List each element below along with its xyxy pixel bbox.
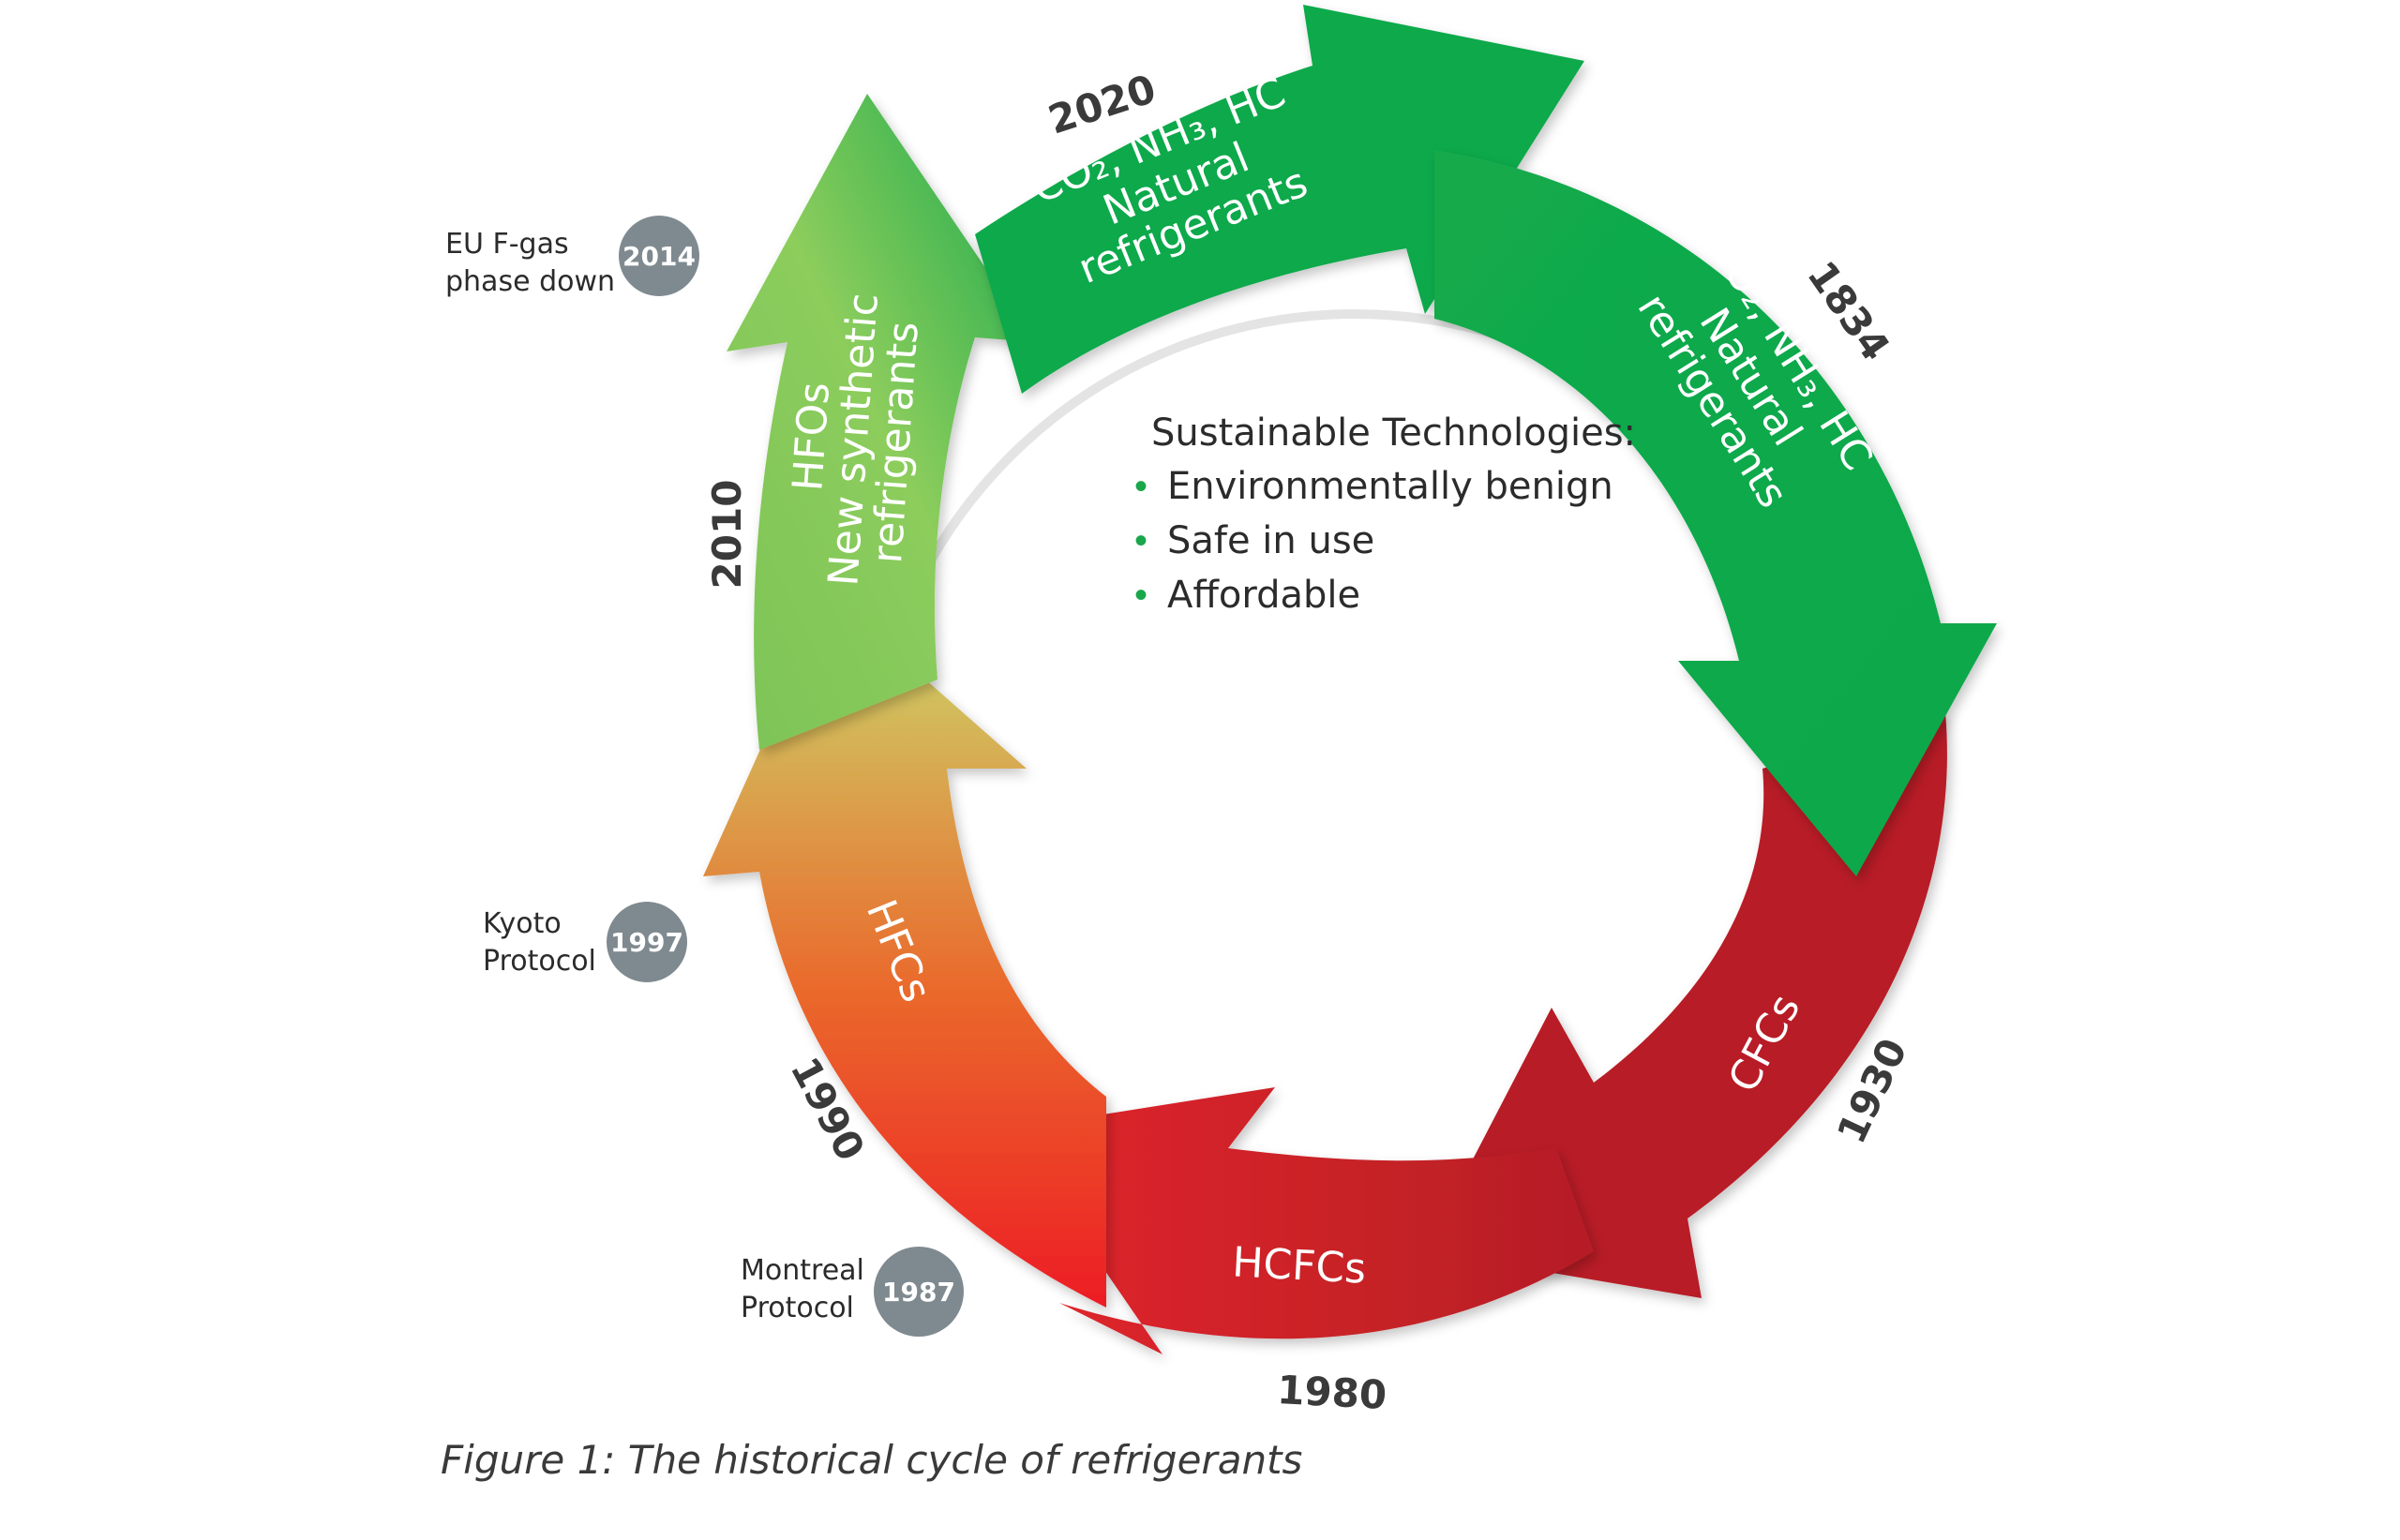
hfos-arrow [727, 94, 1036, 750]
center-bullet-1: • [1134, 466, 1148, 507]
center-bullet-3: • [1134, 575, 1148, 616]
natural-right-arrow [1434, 150, 1997, 876]
center-panel: Sustainable Technologies: • Environmenta… [1134, 411, 1636, 617]
milestone-kyoto: Kyoto Protocol 1997 [483, 902, 687, 982]
milestone-eu-fgas-year: 2014 [622, 241, 696, 272]
year-1980: 1980 [1276, 1367, 1388, 1418]
milestone-eu-fgas: EU F-gas phase down 2014 [445, 216, 699, 298]
hfcs-arrow [703, 595, 1106, 1308]
milestone-eu-fgas-line1: EU F-gas [445, 228, 569, 261]
milestone-kyoto-badge [607, 902, 687, 982]
center-title: Sustainable Technologies: [1151, 411, 1636, 455]
center-item-1: Environmentally benign [1167, 465, 1613, 508]
milestone-eu-fgas-line2: phase down [445, 265, 615, 298]
hcfcs-arrow [1008, 1087, 1594, 1354]
center-bullet-2: • [1134, 520, 1148, 561]
figure-caption: Figure 1: The historical cycle of refrig… [441, 1437, 1302, 1483]
milestone-montreal: Montreal Protocol 1987 [741, 1247, 964, 1337]
milestone-montreal-badge [874, 1247, 964, 1337]
hfos-line1: HFOs [784, 381, 839, 492]
center-item-2: Safe in use [1167, 519, 1374, 562]
milestone-montreal-line2: Protocol [741, 1292, 854, 1324]
milestone-eu-fgas-badge [619, 216, 699, 296]
milestone-montreal-year: 1987 [882, 1277, 955, 1308]
milestone-kyoto-line2: Protocol [483, 945, 596, 978]
milestone-kyoto-line1: Kyoto [483, 907, 562, 940]
natural-top-arrow [975, 5, 1584, 394]
milestone-montreal-line1: Montreal [741, 1254, 864, 1287]
year-2010: 2010 [704, 480, 750, 590]
milestone-kyoto-year: 1997 [610, 927, 683, 958]
center-item-3: Affordable [1167, 574, 1360, 617]
hcfcs-label: HCFCs [1231, 1238, 1367, 1293]
